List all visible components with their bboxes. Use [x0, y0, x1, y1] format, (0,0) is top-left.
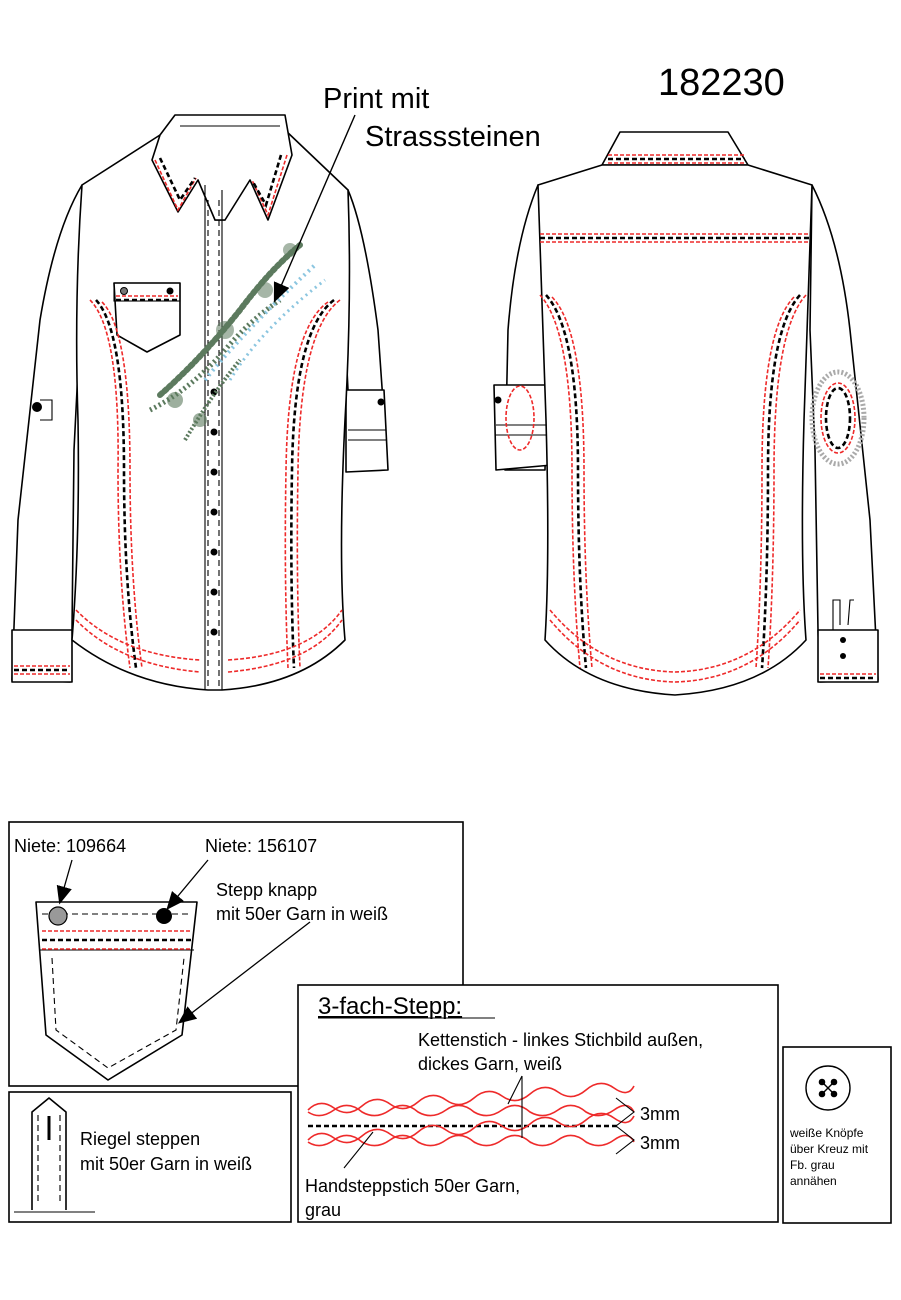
chain-stitch-line2: dickes Garn, weiß	[418, 1054, 562, 1074]
button-note-panel: weiße Knöpfe über Kreuz mit Fb. grau ann…	[782, 1046, 892, 1224]
placket-tip	[31, 1097, 67, 1210]
pocket-detail-panel: Niete: 109664 Niete: 156107 Stepp knapp …	[8, 821, 464, 1087]
bartack-detail-panel: Riegel steppen mit 50er Garn in weiß	[8, 1091, 292, 1223]
dim-bottom: 3mm	[640, 1133, 680, 1153]
front-left-sleeve	[11, 184, 83, 683]
hand-stitch-line1: Handsteppstich 50er Garn,	[305, 1176, 520, 1196]
pocket-stitch-line2: mit 50er Garn in weiß	[216, 904, 388, 924]
print-arrow	[273, 114, 356, 303]
button-note-line4: annähen	[790, 1174, 837, 1188]
dim-top: 3mm	[640, 1104, 680, 1124]
back-right-sleeve	[809, 184, 879, 683]
style-number: 182230	[658, 62, 785, 104]
button-note-line2: über Kreuz mit	[790, 1142, 869, 1156]
rivet-grey	[48, 906, 68, 926]
shirt-front	[11, 114, 389, 691]
bartack-line1: Riegel steppen	[80, 1129, 200, 1149]
rivet-right-label: Niete: 156107	[205, 836, 317, 856]
pocket-stitch-line1: Stepp knapp	[216, 880, 317, 900]
chain-stitch-top	[307, 1082, 635, 1117]
chain-stitch-bottom	[307, 1112, 635, 1147]
front-sleeve-rollup	[345, 389, 389, 473]
front-placket	[204, 185, 223, 690]
bartack-line2: mit 50er Garn in weiß	[80, 1154, 252, 1174]
back-body	[537, 164, 813, 696]
hand-stitch-line2: grau	[305, 1200, 341, 1220]
rivet-black	[156, 908, 172, 924]
shirt-back	[493, 131, 879, 696]
back-sleeve-rollup	[493, 384, 553, 471]
triple-stitch-title: 3-fach-Stepp:	[318, 993, 462, 1020]
button-note-line1: weiße Knöpfe	[789, 1126, 864, 1140]
floral-print	[148, 242, 326, 442]
rivet-left-label: Niete: 109664	[14, 836, 126, 856]
print-label-line2: Strasssteinen	[365, 121, 541, 153]
chain-stitch-line1: Kettenstich - linkes Stichbild außen,	[418, 1030, 703, 1050]
print-label-line1: Print mit	[323, 83, 429, 115]
button-note-line3: Fb. grau	[790, 1158, 835, 1172]
triple-stitch-panel: 3-fach-Stepp: Kettenstich - linkes Stich…	[297, 984, 779, 1223]
front-body	[71, 129, 351, 691]
